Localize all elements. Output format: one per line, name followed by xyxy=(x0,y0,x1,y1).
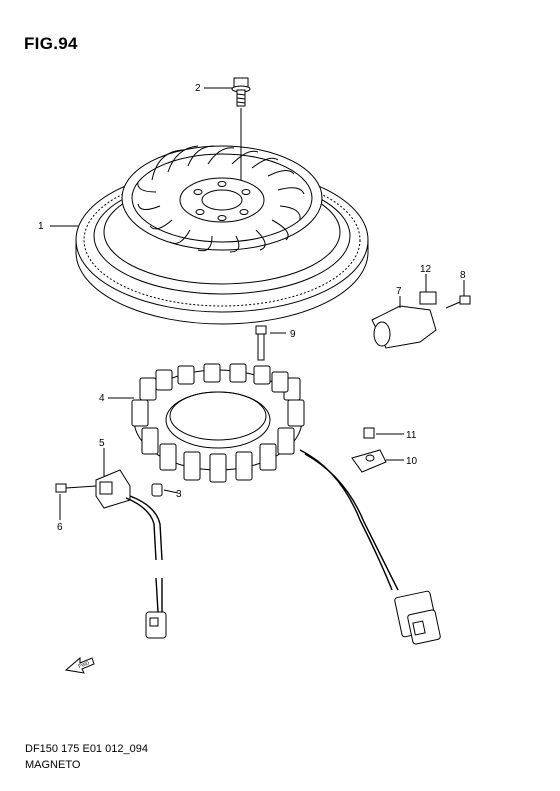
fwd-arrow-icon: FWD xyxy=(64,656,95,674)
callout-9: 9 xyxy=(290,329,296,340)
callout-7: 7 xyxy=(396,286,402,297)
stator xyxy=(131,363,305,483)
callout-11: 11 xyxy=(406,430,417,441)
footer-code: DF150 175 E01 012_094 xyxy=(25,743,148,755)
stator-harness xyxy=(299,449,441,645)
callout-2: 2 xyxy=(195,83,201,94)
callout-5: 5 xyxy=(99,438,105,449)
flywheel-bolt xyxy=(231,77,251,180)
bolt-8 xyxy=(445,295,471,309)
bolt-9 xyxy=(255,325,267,361)
screw-6 xyxy=(55,483,97,493)
pulser-coil xyxy=(95,469,167,639)
callout-4: 4 xyxy=(99,393,105,404)
callout-3: 3 xyxy=(176,489,182,500)
clamp-10 xyxy=(351,449,387,473)
flywheel xyxy=(75,145,369,325)
fwd-label: FWD xyxy=(78,660,91,670)
footer-name: MAGNETO xyxy=(25,759,81,771)
sensor xyxy=(371,291,437,349)
dowel-3 xyxy=(151,483,163,497)
callout-12: 12 xyxy=(420,264,432,275)
callout-10: 10 xyxy=(406,456,418,467)
callout-8: 8 xyxy=(460,270,466,281)
callout-6: 6 xyxy=(57,522,63,533)
callout-1: 1 xyxy=(38,221,44,232)
bolt-11 xyxy=(363,427,375,439)
figure-title: FIG.94 xyxy=(24,34,78,53)
leader-lines xyxy=(50,87,465,520)
